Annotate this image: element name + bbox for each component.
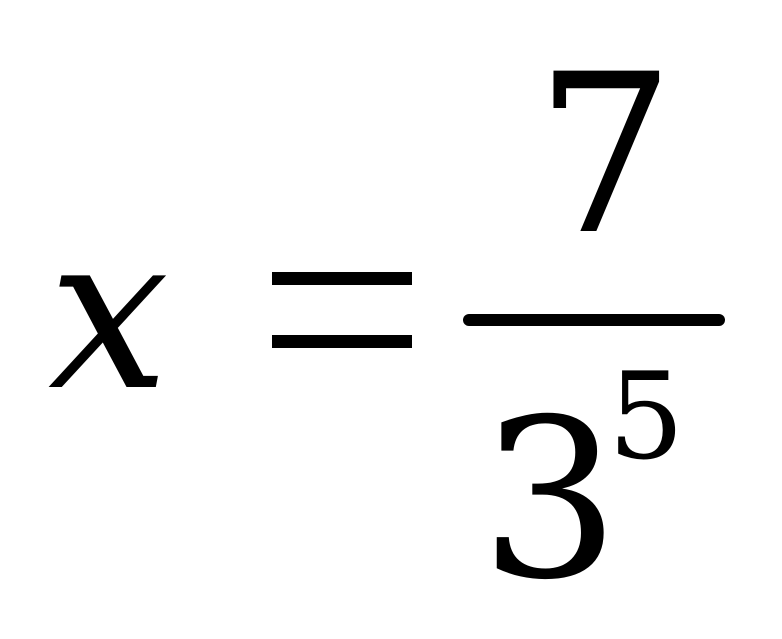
equals-sign [272,272,412,348]
equation-variable: x [48,187,170,438]
fraction-denominator-base: 3 [480,372,620,628]
fraction-numerator: 7 [535,27,675,283]
fraction-bar [463,314,725,326]
equals-sign-top-bar [272,272,412,285]
fraction-denominator-exponent: 5 [608,348,685,487]
equals-sign-bottom-bar [272,335,412,348]
